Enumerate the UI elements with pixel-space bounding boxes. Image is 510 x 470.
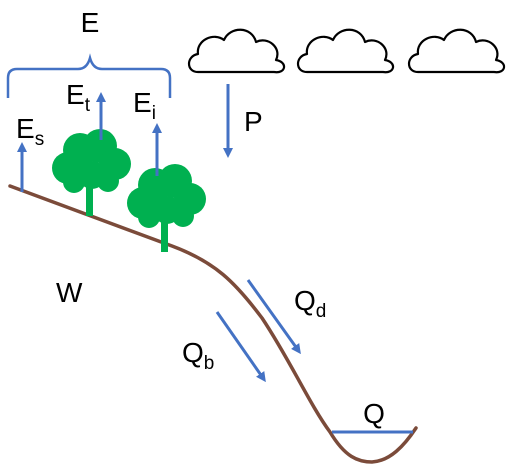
label-p: P <box>244 106 263 137</box>
arrow-qd <box>246 279 301 355</box>
hillslope-profile <box>8 184 418 464</box>
label-qd: Qd <box>294 285 326 322</box>
evaporation-bracket <box>6 53 172 98</box>
cloud-icon <box>407 28 506 74</box>
cloud-icon <box>296 28 395 74</box>
label-es: Es <box>16 113 44 150</box>
label-qb: Qb <box>182 337 214 374</box>
tree-icon <box>52 129 131 216</box>
arrow-qb <box>215 311 266 383</box>
label-et: Et <box>66 79 91 116</box>
label-w: W <box>56 277 83 308</box>
label-ei: Ei <box>133 87 156 124</box>
cloud-icon <box>187 28 286 74</box>
label-q: Q <box>363 398 385 429</box>
tree-icon <box>127 164 206 252</box>
label-e: E <box>81 7 100 38</box>
